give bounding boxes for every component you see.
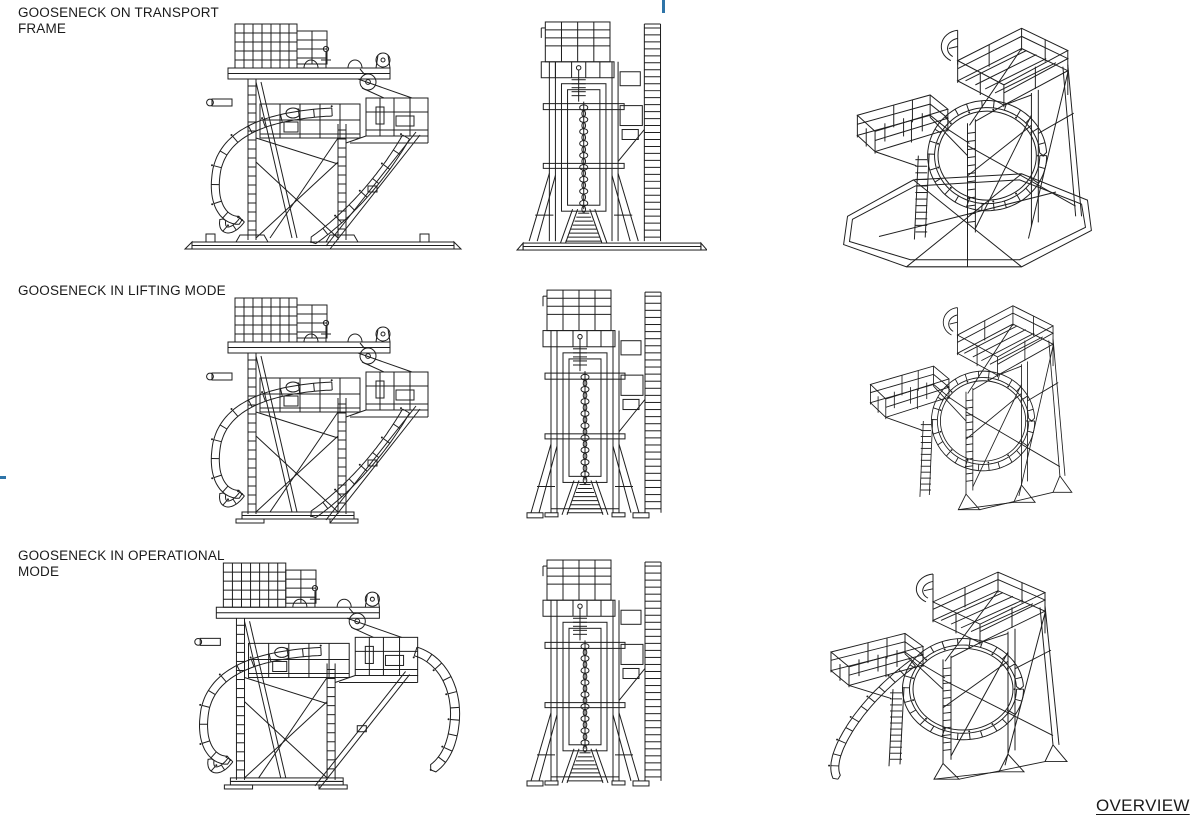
drawing-lifting-side-elevation — [180, 286, 480, 531]
sheet-title: OVERVIEW — [1096, 796, 1190, 815]
drawing-operational-front-elevation — [517, 552, 707, 798]
drawing-operational-side-elevation — [168, 551, 470, 797]
drawing-transport-isometric — [820, 2, 1115, 285]
blue-tick-horizontal-icon — [0, 476, 6, 479]
section-label-transport: GOOSENECK ON TRANSPORT FRAME — [18, 5, 219, 36]
section-label-lifting: GOOSENECK IN LIFTING MODE — [18, 283, 226, 298]
drawing-lifting-front-elevation — [517, 282, 707, 530]
drawing-lifting-isometric — [838, 282, 1094, 538]
drawing-operational-isometric — [778, 548, 1078, 808]
section-label-operational: GOOSENECK IN OPERATIONAL MODE — [18, 548, 225, 579]
drawing-transport-side-elevation — [180, 12, 480, 257]
drawing-transport-front-elevation — [515, 14, 707, 258]
blue-tick-vertical-icon — [662, 0, 665, 13]
